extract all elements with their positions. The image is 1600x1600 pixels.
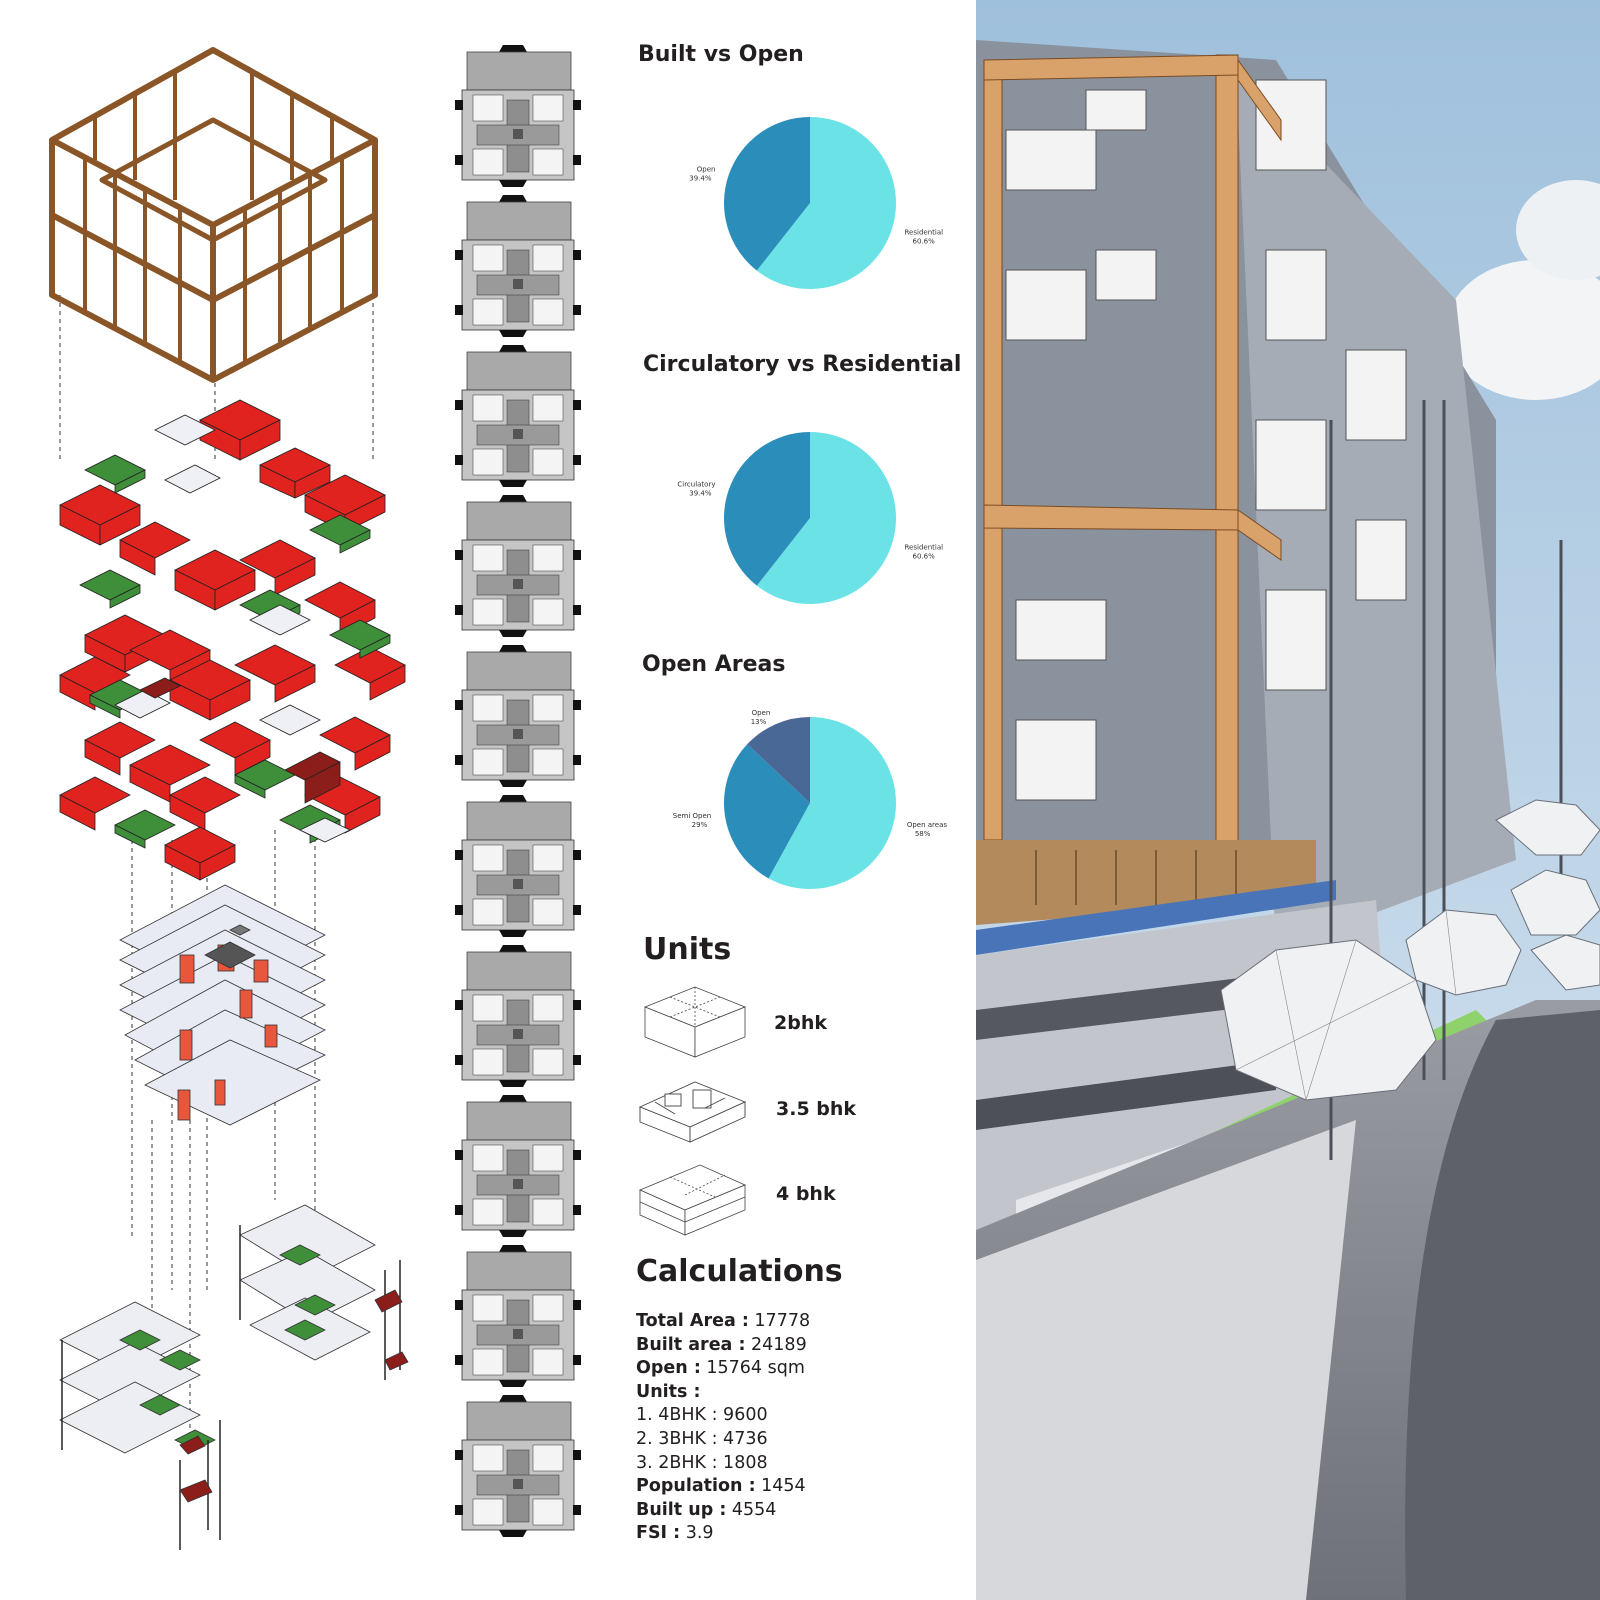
chart-title-built-vs-open: Built vs Open	[638, 42, 804, 67]
lower-walkways	[59, 1204, 409, 1550]
pie-value-semi-open: 29%	[692, 821, 708, 829]
floor-plan-stack	[455, 45, 582, 1538]
timber-frame	[49, 47, 378, 383]
pie-value-open-areas: 58%	[915, 830, 931, 838]
pie-label-open-areas: Open areas	[907, 821, 948, 829]
unit-4bhk-drawing	[638, 1164, 747, 1236]
calc-population: Population : 1454	[636, 1476, 806, 1497]
perspective-sketch-render	[976, 0, 1600, 1600]
pie-value-open: 39.4%	[689, 175, 712, 183]
unit-label-2bhk: 2bhk	[774, 1012, 827, 1034]
pie-value-residential: 60.6%	[913, 237, 936, 245]
pie-slice-open	[724, 117, 810, 271]
pie-slice-open	[747, 717, 810, 803]
calc-fsi: FSI : 3.9	[636, 1523, 714, 1544]
pie-label-open: Open	[697, 166, 716, 174]
exploded-axonometric	[49, 47, 409, 1550]
pie-slice-semi-open	[724, 744, 810, 879]
pie-slice-residential	[756, 432, 896, 604]
pie-value-open: 13%	[751, 718, 767, 726]
units-title: Units	[643, 932, 732, 967]
pie-label-residential: Residential	[905, 543, 944, 551]
calc-units-heading: Units :	[636, 1381, 701, 1402]
pie-label-residential: Residential	[905, 228, 944, 236]
unit-label-4bhk: 4 bhk	[776, 1183, 836, 1205]
calc-built-area: Built area : 24189	[636, 1334, 807, 1355]
circulation-core	[119, 884, 326, 1126]
calc-built-up: Built up : 4554	[636, 1499, 777, 1520]
calculations-title: Calculations	[636, 1254, 843, 1289]
unit-cluster	[59, 399, 406, 881]
chart-title-open-areas: Open Areas	[642, 652, 786, 677]
pie-slice-open-areas	[768, 717, 896, 889]
pie-label-open: Open	[752, 709, 771, 717]
pie-label-semi-open: Semi Open	[673, 812, 711, 820]
pie-slice-circulatory	[724, 432, 810, 586]
unit-2bhk-drawing	[643, 986, 747, 1058]
calc-open: Open : 15764 sqm	[636, 1358, 805, 1379]
pie-value-circulatory: 39.4%	[689, 490, 712, 498]
pie-label-circulatory: Circulatory	[677, 481, 715, 489]
calculations-list: Total Area : 17778 Built area : 24189 Op…	[636, 1310, 810, 1546]
chart-title-circulatory-vs-residential: Circulatory vs Residential	[643, 352, 962, 377]
calc-units-3bhk: 2. 3BHK : 4736	[636, 1428, 768, 1449]
calc-units-4bhk: 1. 4BHK : 9600	[636, 1405, 768, 1426]
pie-slice-residential	[756, 117, 896, 289]
calc-units-2bhk: 3. 2BHK : 1808	[636, 1452, 768, 1473]
unit-3-5bhk-drawing	[638, 1081, 747, 1143]
calc-total-area: Total Area : 17778	[636, 1311, 811, 1331]
unit-label-3-5bhk: 3.5 bhk	[776, 1098, 857, 1120]
pie-value-residential: 60.6%	[913, 552, 936, 560]
